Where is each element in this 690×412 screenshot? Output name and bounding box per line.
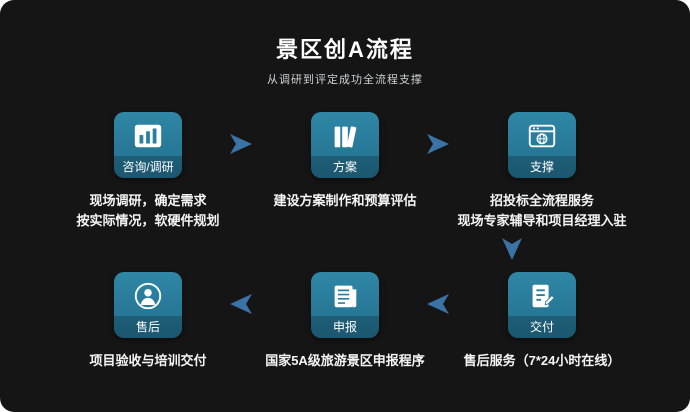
step-desc: 招投标全流程服务 现场专家辅导和项目经理入驻 <box>457 193 627 228</box>
step-application: 申报 国家5A级旅游景区申报程序 <box>235 272 455 371</box>
step-label: 咨询/调研 <box>114 156 182 178</box>
arrow-left-1 <box>425 291 451 317</box>
document-pen-icon <box>508 272 576 316</box>
newspaper-icon <box>311 272 379 316</box>
header: 景区创A流程 从调研到评定成功全流程支撑 <box>0 32 690 87</box>
arrow-left-2 <box>228 291 254 317</box>
bar-chart-icon <box>114 112 182 156</box>
step-support-box: 支撑 <box>508 112 576 178</box>
step-plan-box: 方案 <box>311 112 379 178</box>
step-desc: 售后服务（7*24小时在线） <box>463 353 621 368</box>
step-label: 方案 <box>311 156 379 178</box>
step-label: 申报 <box>311 316 379 338</box>
browser-globe-icon <box>508 112 576 156</box>
step-support: 支撑 招投标全流程服务 现场专家辅导和项目经理入驻 <box>432 112 652 231</box>
step-delivery-box: 交付 <box>508 272 576 338</box>
step-consult-box: 咨询/调研 <box>114 112 182 178</box>
step-plan: 方案 建设方案制作和预算评估 <box>235 112 455 211</box>
step-label: 支撑 <box>508 156 576 178</box>
step-consult: 咨询/调研 现场调研，确定需求 按实际情况，软硬件规划 <box>38 112 258 231</box>
step-desc: 项目验收与培训交付 <box>89 353 207 368</box>
page-subtitle: 从调研到评定成功全流程支撑 <box>267 74 423 86</box>
step-aftersales-box: 售后 <box>114 272 182 338</box>
step-desc: 国家5A级旅游景区申报程序 <box>265 353 425 368</box>
books-icon <box>311 112 379 156</box>
step-desc: 现场调研，确定需求 按实际情况，软硬件规划 <box>76 193 220 228</box>
arrow-right-2 <box>425 131 451 157</box>
step-label: 售后 <box>114 316 182 338</box>
arrow-down <box>499 236 525 262</box>
step-aftersales: 售后 项目验收与培训交付 <box>38 272 258 371</box>
arrow-right-1 <box>228 131 254 157</box>
step-delivery: 交付 售后服务（7*24小时在线） <box>432 272 652 371</box>
page-title: 景区创A流程 <box>276 37 414 62</box>
person-circle-icon <box>114 272 182 316</box>
step-label: 交付 <box>508 316 576 338</box>
step-desc: 建设方案制作和预算评估 <box>273 193 417 208</box>
step-application-box: 申报 <box>311 272 379 338</box>
